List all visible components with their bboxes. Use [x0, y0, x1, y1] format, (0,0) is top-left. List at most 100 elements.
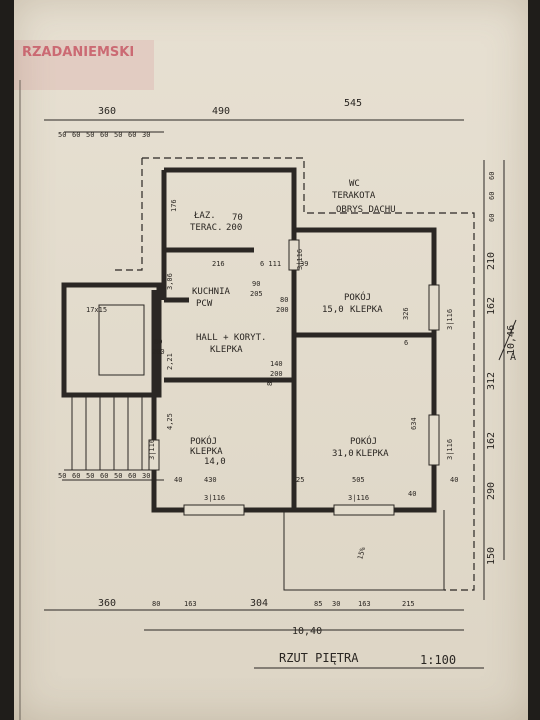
dim-bottom: 85: [314, 600, 322, 608]
dim-bottom: 30: [332, 600, 340, 608]
windows: [148, 239, 440, 516]
dim: 3|116: [204, 494, 225, 502]
title-text: RZUT PIĘTRA: [279, 651, 359, 665]
dim-step: 50: [86, 472, 94, 480]
room-ne-floor: KLEPKA: [350, 305, 383, 315]
bath-height: 200: [226, 223, 242, 233]
stamp-text: RZADANIEMSKI: [22, 45, 134, 60]
dim: 3|116: [446, 439, 454, 460]
dim-step: 60: [128, 472, 136, 480]
room-se-name: POKÓJ: [350, 435, 377, 447]
dim: 6 111: [260, 260, 281, 268]
dim-bottom-total: 10,40: [292, 626, 322, 637]
dim-bottom: 80: [152, 600, 160, 608]
dim: 40: [450, 476, 458, 484]
balcony-outline: [283, 510, 445, 591]
room-sw-name: POKÓJ: [190, 435, 217, 447]
dim-step: 50: [58, 472, 66, 480]
room-labels: WC TERAKOTA OBRYS DACHU ŁAZ. TERAC. 70 2…: [190, 179, 396, 467]
dim-right: 162: [486, 297, 497, 315]
kitchen-name: KUCHNIA: [192, 287, 231, 297]
dim-top-b: 490: [212, 106, 230, 117]
hall-floor: KLEPKA: [210, 345, 243, 355]
section-mark: A: [510, 352, 516, 363]
dim-step: 60: [100, 131, 108, 139]
dim: 6: [404, 339, 408, 347]
dim: 4,25: [166, 413, 174, 430]
dim-bottom: 215: [402, 600, 415, 608]
dim: 3|116: [446, 309, 454, 330]
dim-right: 150: [486, 547, 497, 565]
dim: 80: [280, 296, 288, 304]
room-sw-area: 14,0: [204, 457, 226, 467]
drawing-sheet: RZADANIEMSKI 360 490 545 50 60 50 60 50 …: [14, 0, 528, 720]
dim: 39: [300, 260, 308, 268]
dim-top-c: 545: [344, 98, 362, 109]
room-ne-area: 15,0: [322, 305, 344, 315]
room-se-area: 31,0: [332, 449, 354, 459]
dim: 17x15: [86, 306, 107, 314]
dim-bottom: 163: [184, 600, 197, 608]
inner-dimensions: 216 6 111 39 3,06 2,21 4,25 430 505 25 4…: [86, 199, 458, 560]
hall-name: HALL + KORYT.: [196, 333, 266, 343]
roof-outline-label: OBRYS DACHU: [336, 205, 396, 215]
roof-outline-left: [114, 158, 143, 271]
dim-bottom: 360: [98, 598, 116, 609]
bath-floor: TERAC.: [190, 223, 223, 233]
bath-area: 70: [232, 213, 243, 223]
dim-step: 30: [142, 472, 150, 480]
dim-step: 60: [100, 472, 108, 480]
dim: 505: [352, 476, 365, 484]
dim: 634: [410, 417, 418, 430]
dim: 3|116: [348, 494, 369, 502]
bath-name: ŁAZ.: [193, 211, 216, 221]
dim-step: 30: [142, 131, 150, 139]
dim: 140: [270, 360, 283, 368]
dim-step: 50: [86, 131, 94, 139]
stairs: [64, 395, 154, 471]
dim-step: 60: [72, 131, 80, 139]
drawing-title: RZUT PIĘTRA 1:100: [254, 651, 484, 669]
right-dimensions: 60 60 60 210 162 312 162 290 150 10,46 A: [483, 160, 517, 600]
dim: 80: [266, 378, 274, 386]
dim: 90: [252, 280, 260, 288]
floor-plan: RZADANIEMSKI 360 490 545 50 60 50 60 50 …: [14, 40, 517, 720]
top-dimensions: 360 490 545 50 60 50 60 50 60 30: [44, 98, 464, 139]
dim: 176: [170, 199, 178, 212]
dim: 216: [212, 260, 225, 268]
room-sw-floor: KLEPKA: [190, 447, 223, 457]
wc-name: WC: [349, 179, 360, 189]
dim: 15%: [356, 545, 367, 560]
wc-floor: TERAKOTA: [332, 191, 376, 201]
dim-step: 50: [114, 131, 122, 139]
dim: 40: [408, 490, 416, 498]
walls: [61, 167, 437, 513]
stamp-smudge: [14, 40, 154, 90]
kitchen-code: PCW: [196, 299, 213, 309]
bottom-step-dimensions: 50 60 50 60 50 60 30: [58, 472, 164, 481]
title-scale: 1:100: [420, 653, 456, 667]
dim: 3|116: [296, 249, 304, 270]
dim-bottom: 304: [250, 598, 268, 609]
dim: 200: [270, 370, 283, 378]
dim: 25: [296, 476, 304, 484]
dim: 430: [204, 476, 217, 484]
dim-step: 60: [128, 131, 136, 139]
dim: 205: [250, 290, 263, 298]
dim: 200: [276, 306, 289, 314]
dim-step: 60: [72, 472, 80, 480]
dim-top-a: 360: [98, 106, 116, 117]
dim-right: 162: [486, 432, 497, 450]
dim-right: 60: [488, 192, 496, 200]
bottom-dimensions: 360 80 163 304 85 30 163 215 10,40: [44, 598, 464, 637]
dim: 200: [152, 348, 165, 356]
dim-right-total: 10,46: [506, 325, 517, 355]
dim-right: 290: [486, 482, 497, 500]
dim-bottom: 163: [358, 600, 371, 608]
dim: 2,21: [166, 353, 174, 370]
room-ne-name: POKÓJ: [344, 291, 371, 303]
dim-right: 312: [486, 372, 497, 390]
dim-right: 60: [488, 214, 496, 222]
dim-right: 60: [488, 172, 496, 180]
roof-outline: [142, 157, 475, 591]
